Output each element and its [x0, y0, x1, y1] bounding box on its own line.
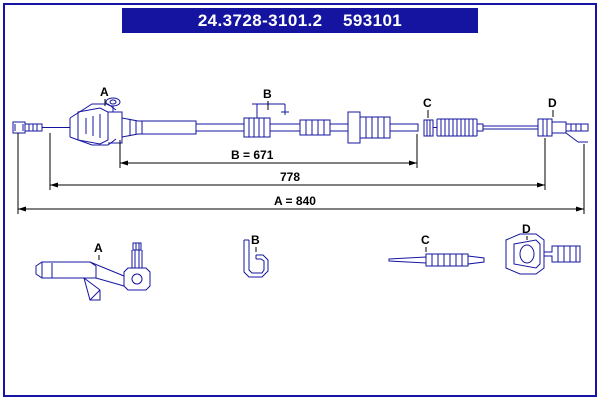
dimension-b: B = 671 [231, 148, 274, 162]
callout-d-detail: D [522, 222, 531, 236]
mid-bracket-b [243, 103, 301, 138]
adjuster-body [347, 111, 419, 144]
dimension-total-778: 778 [280, 170, 301, 184]
callout-b-detail: B [251, 233, 260, 247]
title-text: 24.3728-3101.2 593101 [197, 11, 403, 30]
clevis-bracket-a [62, 97, 123, 146]
callout-c-detail: C [421, 233, 430, 247]
dimension-lines [17, 133, 585, 214]
callout-d-main: D [548, 96, 557, 110]
dimension-a: A = 840 [274, 194, 316, 208]
border-frame [3, 3, 597, 397]
detail-a [35, 242, 151, 301]
spring-section-c [423, 118, 539, 137]
intermediate-sleeve [299, 119, 349, 136]
left-end-fitting [12, 121, 62, 134]
detail-c [388, 253, 485, 267]
callout-b-main: B [263, 87, 272, 101]
right-end-fitting-d [537, 118, 589, 143]
detail-d [505, 233, 581, 275]
callout-leaders [104, 99, 554, 118]
callout-c-main: C [423, 96, 432, 110]
detail-callout-leaders [98, 236, 528, 260]
callout-a-main: A [100, 85, 109, 99]
title-bar: 24.3728-3101.2 593101 [122, 8, 478, 33]
detail-b [243, 239, 269, 278]
callout-a-detail: A [94, 241, 103, 255]
cable-sheath-left [121, 117, 245, 138]
